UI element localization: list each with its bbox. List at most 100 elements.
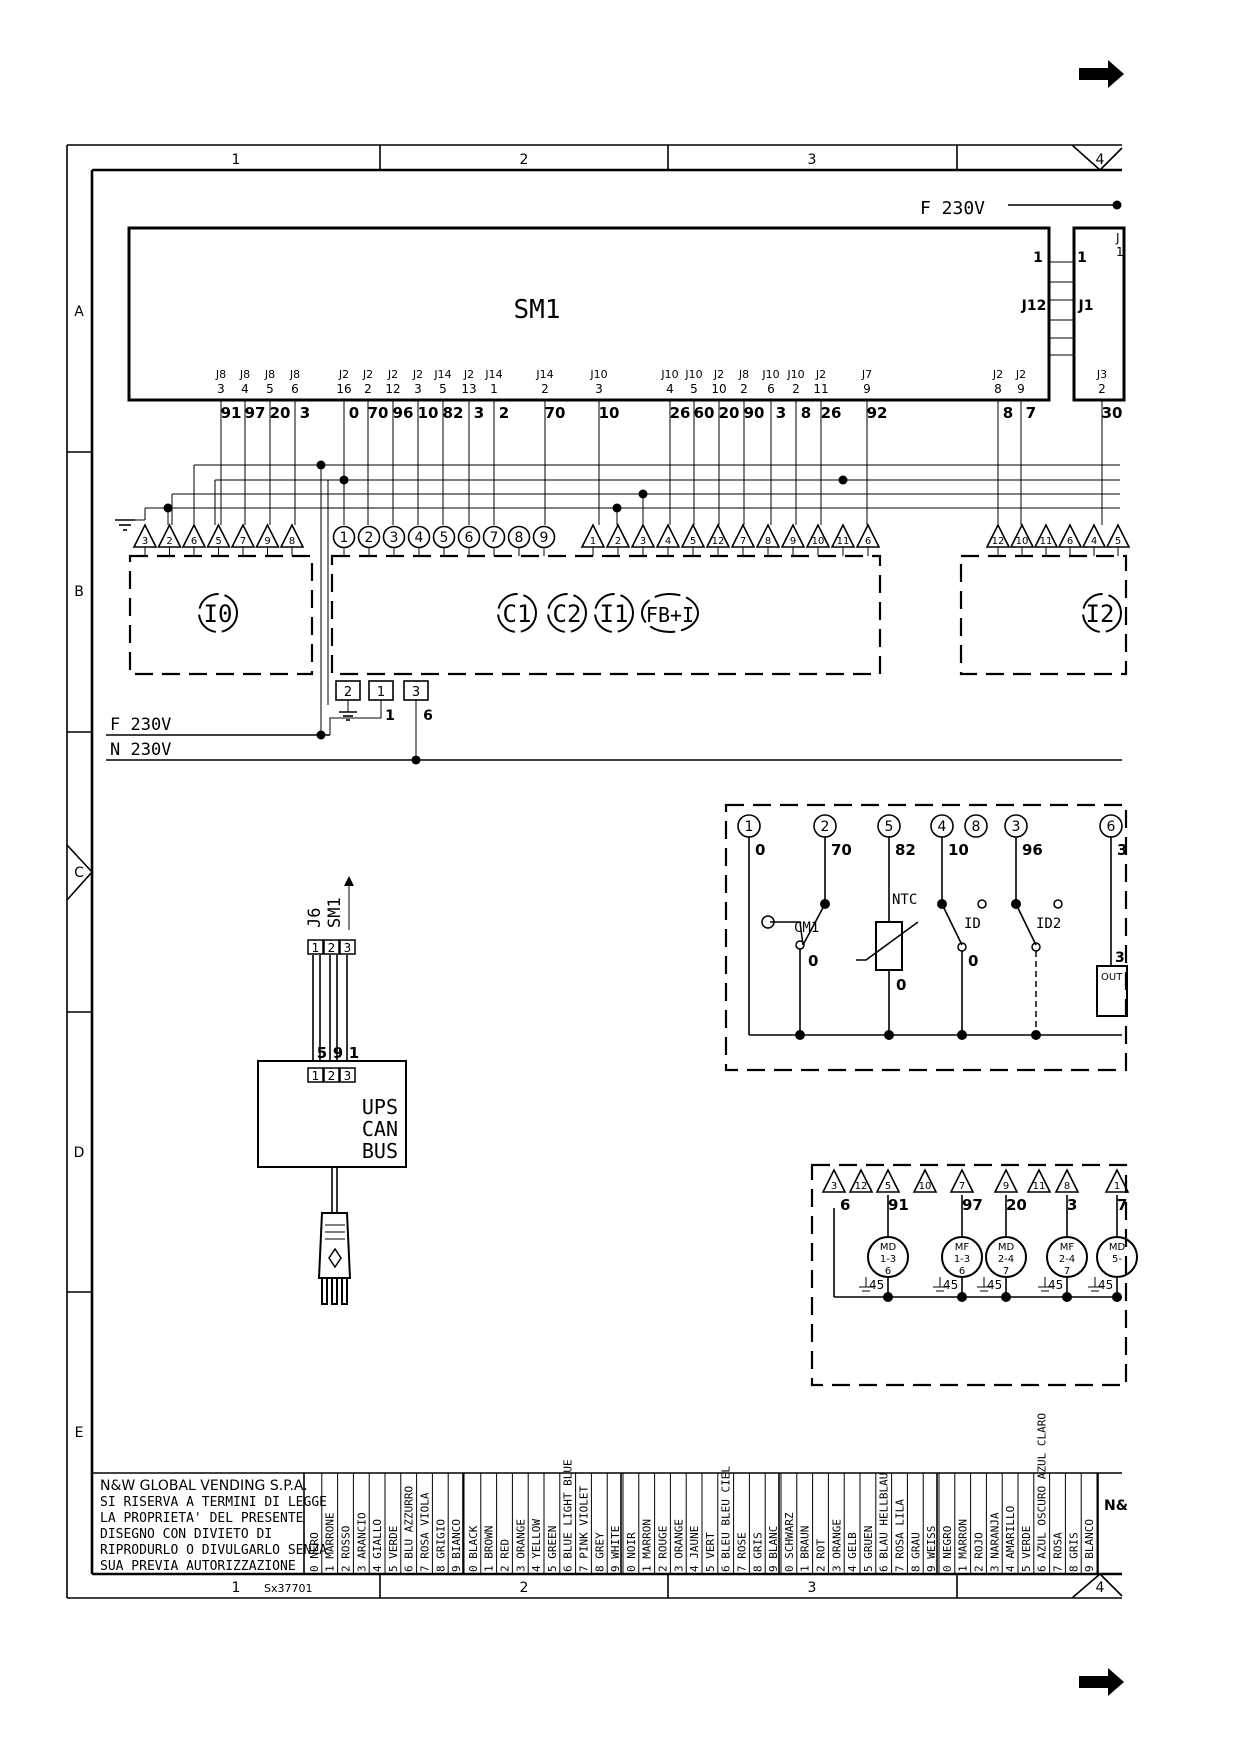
connector-pin-label: 16 xyxy=(336,382,351,396)
connector-wire-label: 96 xyxy=(393,404,414,422)
terminal-triangle: 5 xyxy=(1105,523,1131,556)
color-code-entry: 4 YELLOW xyxy=(530,1519,543,1572)
terminal-triangle: 7 xyxy=(730,523,756,556)
motor-terminal: 12 xyxy=(848,1168,874,1193)
motor-terminal-number: 7 xyxy=(959,1181,965,1192)
terminal-triangle: 11 xyxy=(1033,523,1059,556)
terminal-triangle: 11 xyxy=(830,523,856,556)
board-component: C1 xyxy=(497,593,537,633)
color-code-entry: 1 BROWN xyxy=(483,1526,496,1572)
sensor-terminal-number: 5 xyxy=(885,819,894,835)
motor-range: 2-4 xyxy=(1059,1254,1075,1265)
color-code-entry: 5 GREEN xyxy=(546,1526,559,1572)
connector-name-label: J14 xyxy=(535,368,553,381)
color-code-entry: 9 BIANCO xyxy=(450,1519,463,1572)
terminal-number: 1 xyxy=(590,536,596,547)
terminal-number: 3 xyxy=(640,536,646,547)
ups-top-pin-label: 2 xyxy=(328,941,336,955)
sensor-terminal: 396 xyxy=(1004,814,1043,859)
motor-wire-label: 97 xyxy=(962,1196,983,1214)
board-i2: I2 xyxy=(959,554,1128,676)
column-label: 3 xyxy=(808,152,817,168)
connector-name-label: J2 xyxy=(463,368,474,381)
board-component: C2 xyxy=(547,593,587,633)
mains-terminal-label: 3 xyxy=(412,685,420,700)
connector-name-label: J8 xyxy=(239,368,250,381)
color-code-entry: 2 ROSSO xyxy=(340,1526,353,1572)
terminal-triangle: 2 xyxy=(605,523,631,556)
motor-terminal: 3 xyxy=(821,1168,847,1193)
color-code-entry: 4 GIALLO xyxy=(371,1519,384,1572)
ups-wire-label: 5 xyxy=(317,1044,327,1062)
terminal-number: 7 xyxy=(240,536,246,547)
ups-top-pin-label: 3 xyxy=(344,941,352,955)
terminal-triangle: 9 xyxy=(780,523,806,556)
connector-name-label: J8 xyxy=(264,368,275,381)
sensor-terminal: 63 xyxy=(1099,814,1127,859)
bus-lines xyxy=(144,460,1120,740)
motor-wire-label: 20 xyxy=(1006,1196,1027,1214)
color-code-entry: 8 GRIGIO xyxy=(434,1519,447,1572)
terminal-number: 6 xyxy=(1067,536,1073,547)
terminal-triangle: 7 xyxy=(230,523,256,556)
terminal-circle: 5 xyxy=(432,525,456,556)
connector-wire-label: 92 xyxy=(867,404,888,422)
id-label: ID xyxy=(964,916,981,932)
motor-type: MD xyxy=(1109,1242,1126,1253)
mains-wire-label: 1 xyxy=(385,708,395,724)
connector-wire-label: 8 xyxy=(1003,404,1013,422)
motor-number: 6 xyxy=(959,1266,965,1277)
terminal-number: 8 xyxy=(765,536,771,547)
terminal-triangle: 3 xyxy=(132,523,158,556)
connector-wire-label: 3 xyxy=(300,404,310,422)
terminal-triangle: 9 xyxy=(255,523,280,556)
terminal-number: 2 xyxy=(615,536,621,547)
next-page-arrow-bottom[interactable] xyxy=(1079,1668,1124,1696)
terminal-number: 9 xyxy=(540,530,549,546)
cm1-switch: CM1 0 xyxy=(761,837,830,1035)
sensor-terminal: 270 xyxy=(813,814,852,859)
id2-switch: ID2 xyxy=(1011,837,1063,1035)
out-pin-label: 3 xyxy=(1115,950,1125,966)
next-page-arrow-top[interactable] xyxy=(1079,60,1124,88)
motor-terminal: 7 xyxy=(949,1168,975,1193)
color-code-entry: 6 BLUE LIGHT BLUE xyxy=(562,1459,575,1572)
motor-number: 6 xyxy=(885,1266,891,1277)
connector-wire-label: 2 xyxy=(499,404,509,422)
color-code-entry: 5 VERDE xyxy=(1020,1526,1033,1572)
color-code-entry: 6 BLAU HELLBLAU xyxy=(878,1473,891,1572)
out-label: OUT xyxy=(1101,972,1123,983)
terminal-circle: 4 xyxy=(407,525,431,556)
motor-terminal-number: 12 xyxy=(855,1181,868,1192)
connector-wire-label: 91 xyxy=(221,404,242,422)
terminal-number: 7 xyxy=(740,536,746,547)
motor-number: 7 xyxy=(1003,1266,1009,1277)
connector-pin-label: 2 xyxy=(1098,382,1106,396)
ups-bottom-pin-label: 3 xyxy=(344,1069,352,1083)
id-switch: ID 0 xyxy=(937,837,987,1035)
motor-range: 5- xyxy=(1112,1254,1122,1265)
ups-connector-target: SM1 xyxy=(325,897,345,928)
sensor-terminal-number: 2 xyxy=(821,819,830,835)
connector-name-label: J10 xyxy=(589,368,607,381)
notice-line: RIPRODURLO O DIVULGARLO SENZA xyxy=(100,1543,327,1558)
ground-label: 45 xyxy=(943,1278,958,1292)
connector-wire-label: 10 xyxy=(599,404,620,422)
terminal-triangle: 12 xyxy=(705,523,731,556)
connector-pin-label: 5 xyxy=(439,382,447,396)
column-label: 2 xyxy=(520,152,529,168)
id2-label: ID2 xyxy=(1036,916,1061,932)
sensor-terminal-wire: 70 xyxy=(831,841,852,859)
board-i0-label: I0 xyxy=(204,600,233,628)
terminal-number: 4 xyxy=(1091,536,1097,547)
board-component-label: C2 xyxy=(553,600,582,628)
connector-wire-label: 97 xyxy=(245,404,266,422)
connector-pin-label: 2 xyxy=(364,382,372,396)
j12-j1-bus xyxy=(1049,261,1074,356)
notice-line: SUA PREVIA AUTORIZZAZIONE xyxy=(100,1559,296,1574)
color-code-entry: 6 AZUL OSCURO AZUL CLARO xyxy=(1036,1413,1049,1572)
j12-label: J12 xyxy=(1021,298,1047,314)
